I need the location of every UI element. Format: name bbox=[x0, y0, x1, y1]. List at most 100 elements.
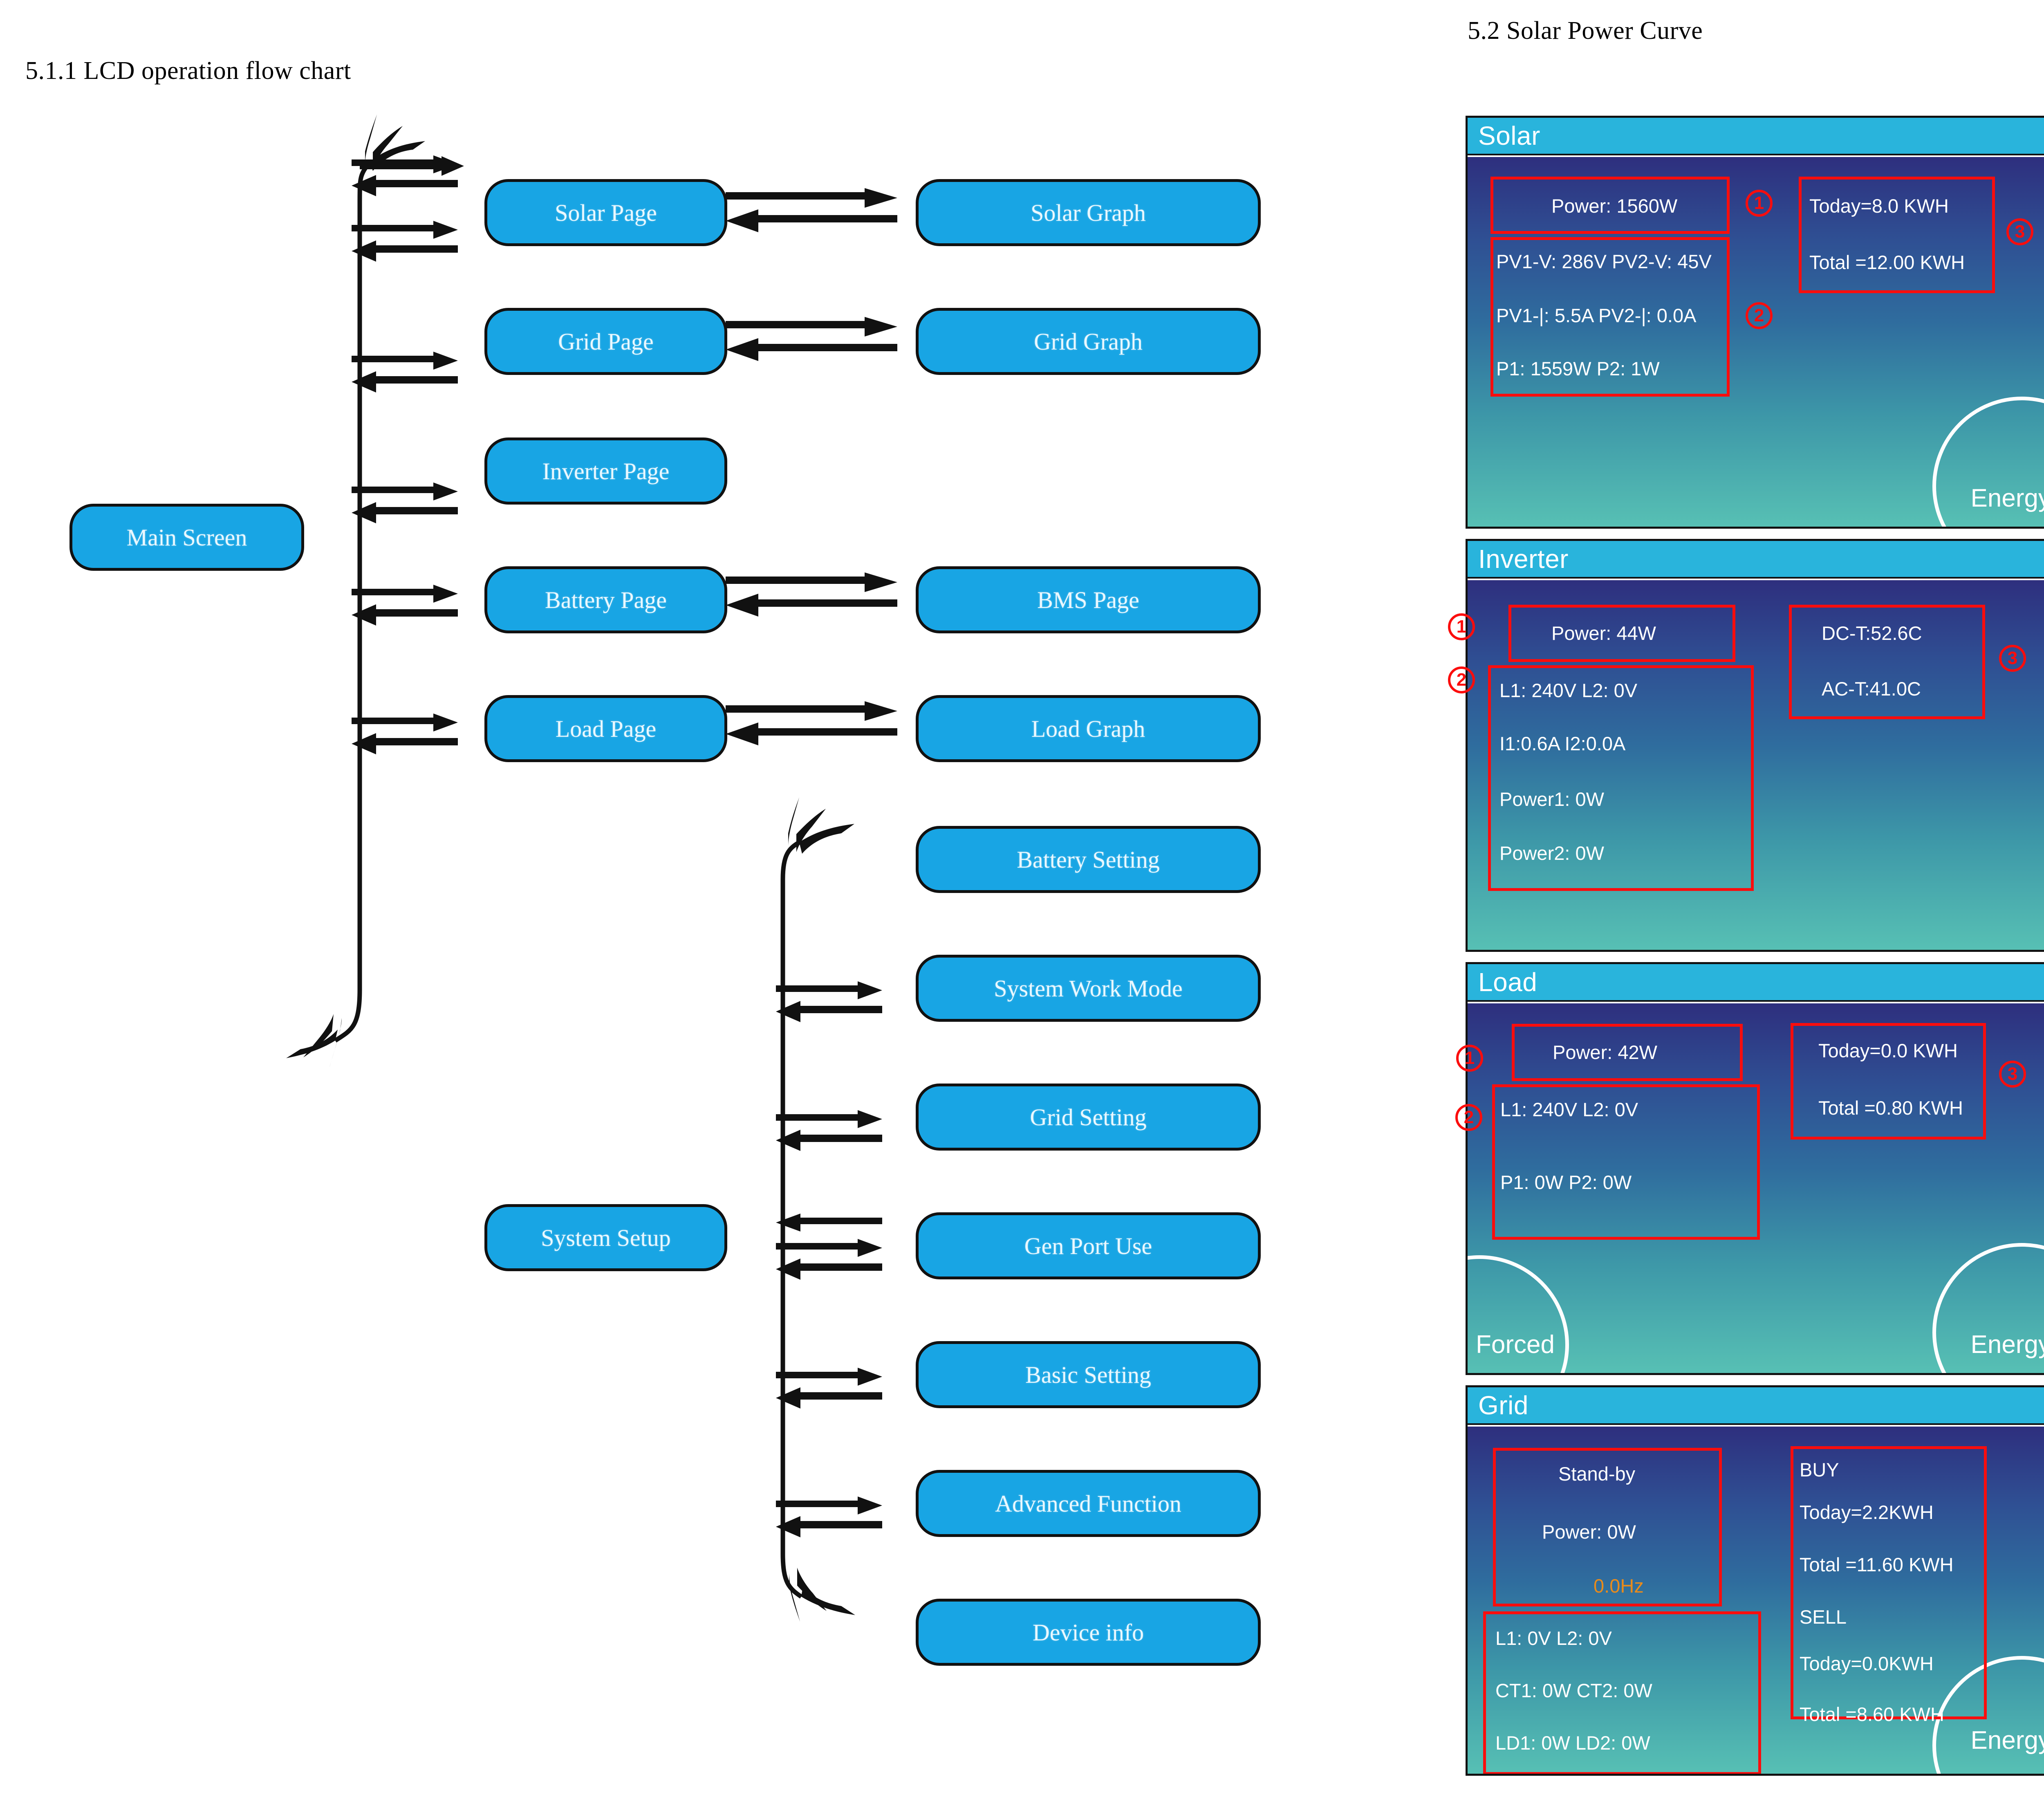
marker-2-inverter: 2 bbox=[1448, 666, 1475, 693]
inverter-row-2: I1:0.6A I2:0.0A bbox=[1499, 733, 1626, 754]
inverter-row-3: Power1: 0W bbox=[1499, 788, 1604, 810]
marker-2-load: 2 bbox=[1455, 1104, 1482, 1131]
arrow-pair-advanced-function bbox=[776, 1496, 882, 1537]
grid-sell-total: Total =8.60 KWH bbox=[1800, 1703, 1944, 1725]
inverter-temp-dc: DC-T:52.6C bbox=[1822, 622, 1922, 644]
load-energy-today: Today=0.0 KWH bbox=[1818, 1040, 1958, 1061]
grid-buy-label: BUY bbox=[1800, 1459, 1839, 1481]
node-basic-setting[interactable]: Basic Setting bbox=[916, 1341, 1261, 1408]
solar-row-2: PV1-|: 5.5A PV2-|: 0.0A bbox=[1496, 305, 1697, 326]
highlight-box-1-inverter bbox=[1508, 605, 1735, 662]
lcd-title-inverter: Inverter bbox=[1468, 541, 2044, 579]
node-solar-graph[interactable]: Solar Graph bbox=[916, 179, 1261, 246]
node-system-setup[interactable]: System Setup bbox=[484, 1204, 727, 1271]
node-solar-page[interactable]: Solar Page bbox=[484, 179, 727, 246]
lcd-body-solar: Energy Power: 1560W 1 PV1-V: 286V PV2-V:… bbox=[1468, 157, 2044, 527]
flowchart-connectors bbox=[286, 114, 425, 1067]
node-grid-graph[interactable]: Grid Graph bbox=[916, 308, 1261, 375]
marker-1-solar: 1 bbox=[1746, 190, 1773, 217]
node-bms-page[interactable]: BMS Page bbox=[916, 566, 1261, 633]
load-energy-total: Total =0.80 KWH bbox=[1818, 1097, 1963, 1119]
marker-3-solar: 3 bbox=[2006, 218, 2033, 245]
node-system-work-mode[interactable]: System Work Mode bbox=[916, 955, 1261, 1022]
grid-sell-today: Today=0.0KWH bbox=[1800, 1653, 1934, 1674]
inverter-row-4: Power2: 0W bbox=[1499, 842, 1604, 864]
load-power-value: Power: 42W bbox=[1553, 1041, 1657, 1063]
node-gen-port-use[interactable]: Gen Port Use bbox=[916, 1212, 1261, 1279]
arrow-pair-grid-page bbox=[352, 221, 458, 262]
page-title-right: 5.2 Solar Power Curve bbox=[1468, 17, 1703, 45]
grid-frequency-value: 0.0Hz bbox=[1594, 1575, 1644, 1597]
arrow-pair-grid-setting bbox=[776, 1110, 882, 1151]
lcd-screen-grid[interactable]: Grid Energy Stand-by Power: 0W 0.0Hz L1:… bbox=[1466, 1385, 2044, 1776]
node-device-info[interactable]: Device info bbox=[916, 1599, 1261, 1666]
grid-sell-label: SELL bbox=[1800, 1606, 1847, 1628]
page-title-left: 5.1.1 LCD operation flow chart bbox=[25, 57, 351, 85]
inverter-power-value: Power: 44W bbox=[1551, 622, 1656, 644]
arrow-pair-bms-page bbox=[726, 572, 897, 617]
forced-button-label-load[interactable]: Forced bbox=[1476, 1330, 1555, 1359]
highlight-box-2-solar bbox=[1490, 237, 1730, 397]
energy-button-label-grid[interactable]: Energy bbox=[1970, 1726, 2044, 1754]
node-battery-page[interactable]: Battery Page bbox=[484, 566, 727, 633]
node-main-screen[interactable]: Main Screen bbox=[69, 504, 304, 571]
highlight-box-1-grid bbox=[1493, 1448, 1722, 1606]
highlight-box-3-grid bbox=[1791, 1446, 1987, 1719]
lcd-title-solar: Solar bbox=[1468, 118, 2044, 155]
arrow-pair-main-screen bbox=[352, 482, 458, 523]
highlight-box-3-inverter bbox=[1789, 605, 1985, 719]
node-advanced-function[interactable]: Advanced Function bbox=[916, 1470, 1261, 1537]
lcd-title-load: Load bbox=[1468, 964, 2044, 1002]
node-load-graph[interactable]: Load Graph bbox=[916, 695, 1261, 762]
lcd-title-grid: Grid bbox=[1468, 1387, 2044, 1425]
energy-button-label-load[interactable]: Energy bbox=[1970, 1330, 2044, 1359]
highlight-box-2-grid bbox=[1483, 1611, 1761, 1774]
grid-row-2: CT1: 0W CT2: 0W bbox=[1495, 1680, 1652, 1701]
inverter-row-1: L1: 240V L2: 0V bbox=[1499, 680, 1638, 701]
arrow-pair-grid-graph bbox=[726, 317, 897, 361]
arrow-pair-inverter-page bbox=[352, 352, 458, 393]
lcd-screen-load[interactable]: Load Forced Energy Power: 42W L1: 240V L… bbox=[1466, 962, 2044, 1375]
lcd-body-load: Forced Energy Power: 42W L1: 240V L2: 0V… bbox=[1468, 1003, 2044, 1373]
load-row-2: P1: 0W P2: 0W bbox=[1500, 1171, 1632, 1193]
solar-energy-total: Total =12.00 KWH bbox=[1809, 251, 1965, 273]
marker-3-load: 3 bbox=[1999, 1061, 2026, 1088]
highlight-box-2-load bbox=[1492, 1084, 1760, 1240]
highlight-box-3-solar bbox=[1799, 177, 1995, 293]
grid-buy-today: Today=2.2KWH bbox=[1800, 1501, 1934, 1523]
node-inverter-page[interactable]: Inverter Page bbox=[484, 437, 727, 505]
lcd-body-grid: Energy Stand-by Power: 0W 0.0Hz L1: 0V L… bbox=[1468, 1427, 2044, 1774]
solar-power-value: Power: 1560W bbox=[1551, 195, 1678, 217]
arrow-pair-battery-page bbox=[352, 585, 458, 626]
highlight-box-3-load bbox=[1791, 1023, 1986, 1140]
arrow-pair-load-graph bbox=[726, 701, 897, 745]
solar-energy-today: Today=8.0 KWH bbox=[1809, 195, 1949, 217]
highlight-box-2-inverter bbox=[1488, 665, 1754, 891]
node-battery-setting[interactable]: Battery Setting bbox=[916, 826, 1261, 893]
arrow-pair-system-work-mode bbox=[776, 981, 882, 1022]
lcd-screen-inverter[interactable]: Inverter Power: 44W L1: 240V L2: 0V I1:0… bbox=[1466, 539, 2044, 952]
grid-buy-total: Total =11.60 KWH bbox=[1800, 1554, 1954, 1575]
marker-3-inverter: 3 bbox=[1999, 645, 2026, 672]
energy-button-label-solar[interactable]: Energy bbox=[1970, 484, 2044, 512]
grid-row-3: LD1: 0W LD2: 0W bbox=[1495, 1732, 1650, 1754]
arrow-pair-gen-port-use bbox=[776, 1239, 882, 1280]
solar-row-3: P1: 1559W P2: 1W bbox=[1496, 358, 1660, 379]
arrow-pair-grid bbox=[352, 155, 458, 196]
arrow-pair-load-page bbox=[352, 713, 458, 754]
inverter-temp-ac: AC-T:41.0C bbox=[1822, 678, 1921, 700]
node-load-page[interactable]: Load Page bbox=[484, 695, 727, 762]
highlight-box-1-solar bbox=[1490, 177, 1730, 234]
solar-row-1: PV1-V: 286V PV2-V: 45V bbox=[1496, 251, 1712, 272]
arrow-pair-solar-graph bbox=[726, 188, 897, 232]
grid-status-value: Stand-by bbox=[1558, 1463, 1636, 1485]
grid-power-value: Power: 0W bbox=[1542, 1521, 1636, 1543]
load-row-1: L1: 240V L2: 0V bbox=[1500, 1099, 1638, 1120]
marker-1-inverter: 1 bbox=[1448, 613, 1475, 640]
node-grid-page[interactable]: Grid Page bbox=[484, 308, 727, 375]
node-grid-setting[interactable]: Grid Setting bbox=[916, 1084, 1261, 1151]
grid-row-1: L1: 0V L2: 0V bbox=[1495, 1627, 1612, 1649]
marker-2-solar: 2 bbox=[1746, 302, 1773, 329]
arrow-pair-basic-setting bbox=[776, 1368, 882, 1409]
lcd-screen-solar[interactable]: Solar Energy Power: 1560W 1 PV1-V: 286V … bbox=[1466, 116, 2044, 529]
